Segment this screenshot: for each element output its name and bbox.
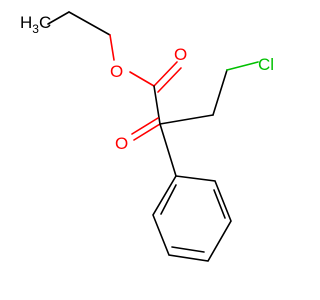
phenyl-inner-bond-1 — [213, 189, 226, 219]
bond-ch2-ester-o — [68, 11, 111, 36]
bond-carbonyl-double-a — [153, 61, 178, 87]
chemical-structure-diagram: H3C O O O Cl — [20, 11, 274, 262]
bond-ch2-ch2 — [212, 69, 228, 116]
bond-ch2-ester-o-red — [109, 34, 115, 61]
chlorine-label: Cl — [258, 55, 274, 74]
bond-carbonyl-double-b — [157, 67, 182, 93]
methyl-label: H3C — [20, 13, 51, 36]
bond-ch2-cl — [226, 61, 259, 71]
bond-quaternary-keto-o-a — [133, 123, 161, 141]
bond-ester-o-carbonyl — [129, 71, 155, 87]
phenyl-inner-bond-2 — [171, 246, 205, 253]
bond-quaternary-phenyl — [159, 123, 177, 177]
phenyl-inner-bond-3 — [160, 184, 177, 215]
ester-oxygen-label: O — [110, 62, 123, 81]
phenyl-ring — [152, 175, 232, 262]
bond-methyl-ch2 — [47, 11, 70, 25]
carbonyl-oxygen-label: O — [174, 45, 187, 64]
bond-quaternary-ch2 — [159, 114, 214, 125]
bond-quaternary-keto-o-b — [131, 117, 159, 135]
bond-carbonyl-quaternary — [153, 85, 161, 125]
keto-oxygen-label: O — [115, 134, 128, 153]
